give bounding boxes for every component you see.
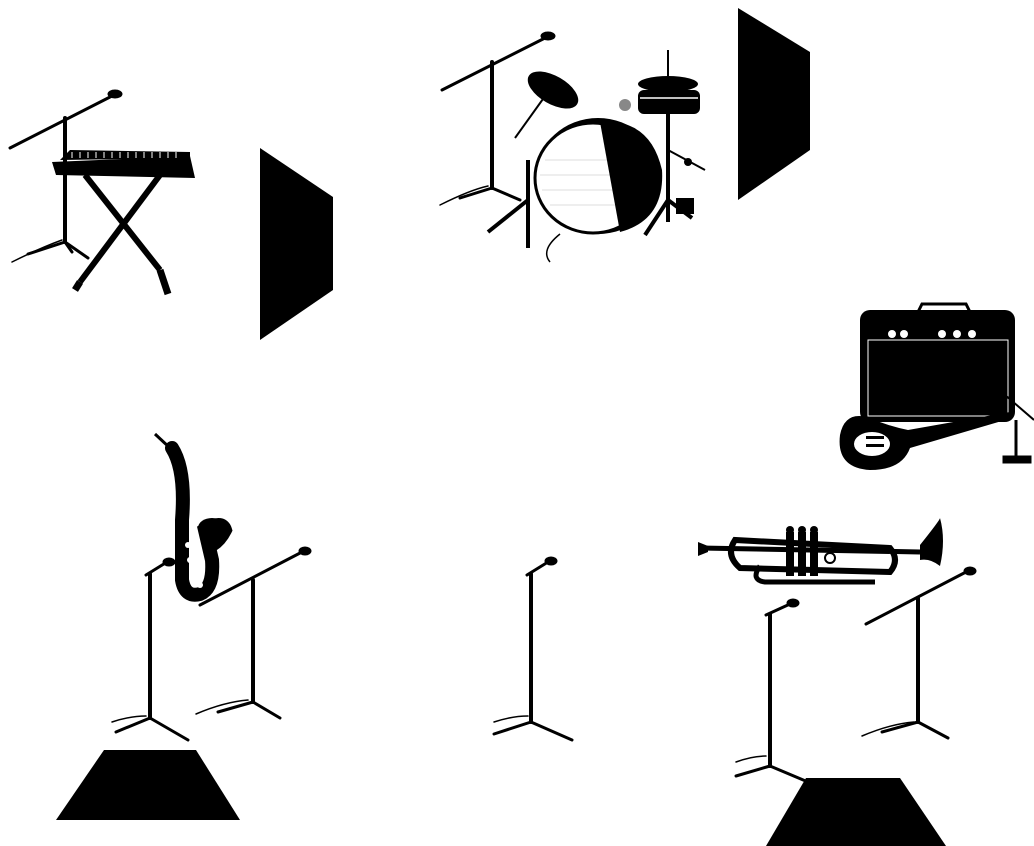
keyboard-icon (52, 150, 195, 294)
monitor-right (766, 778, 946, 846)
drum-kit-icon (488, 50, 705, 262)
drum-baffle (738, 8, 810, 200)
trumpet-mic-right-stand (862, 567, 976, 738)
guitar-amp-icon (860, 304, 1015, 422)
trumpet-icon (698, 518, 943, 582)
trumpet-mic-left-stand (736, 599, 808, 782)
center-vocal-mic-stand (494, 557, 572, 740)
keyboard-baffle (260, 148, 333, 340)
monitor-left (56, 750, 240, 820)
saxophone-icon (155, 434, 226, 595)
